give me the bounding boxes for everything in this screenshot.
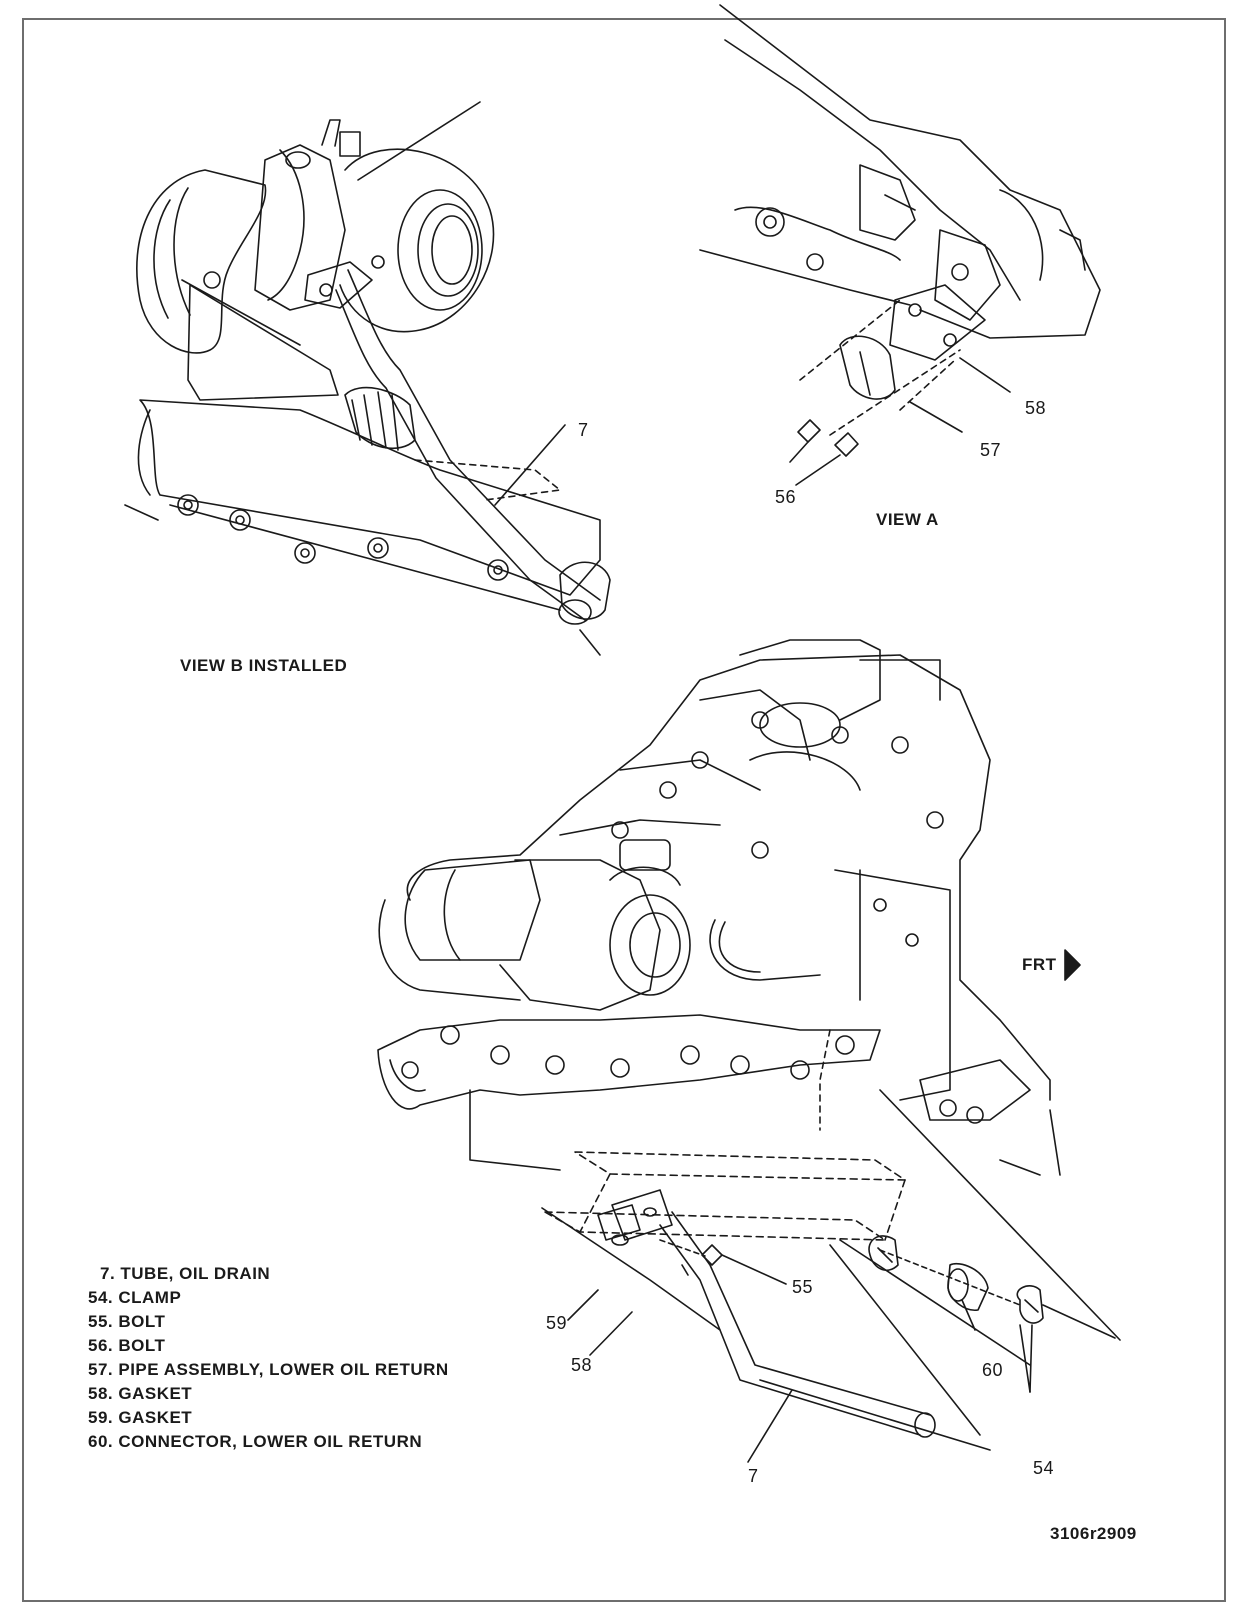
legend-item: 57. PIPE ASSEMBLY, LOWER OIL RETURN [88,1360,449,1379]
callout-58-lower: 58 [571,1355,593,1375]
engine-assembly-drawing [377,639,1121,1463]
legend-item: 58. GASKET [88,1384,193,1403]
callout-55: 55 [792,1277,814,1297]
figure-frame [22,18,1226,1602]
figure-id: 3106r2909 [1050,1524,1137,1543]
parts-legend: 7. TUBE, OIL DRAIN 54. CLAMP 55. BOLT 56… [88,1262,449,1454]
legend-item: 60. CONNECTOR, LOWER OIL RETURN [88,1432,423,1451]
view-b-title: VIEW B INSTALLED [180,656,348,675]
callout-60: 60 [982,1360,1004,1380]
front-direction-label: FRT [1022,955,1057,974]
callout-56-view-a: 56 [775,487,797,507]
view-b-turbocharger-drawing [124,101,611,656]
callout-54: 54 [1033,1458,1055,1478]
legend-item: 54. CLAMP [88,1288,182,1307]
legend-item: 59. GASKET [88,1408,193,1427]
legend-item: 7. TUBE, OIL DRAIN [100,1264,271,1283]
legend-item: 56. BOLT [88,1336,166,1355]
callout-58-view-a: 58 [1025,398,1047,418]
callout-7-lower: 7 [748,1466,759,1486]
callout-57-view-a: 57 [980,440,1002,460]
view-a-drawing [699,4,1101,486]
callout-7-view-b: 7 [578,420,589,440]
view-a-title: VIEW A [876,510,939,529]
legend-item: 55. BOLT [88,1312,166,1331]
callout-59: 59 [546,1313,568,1333]
